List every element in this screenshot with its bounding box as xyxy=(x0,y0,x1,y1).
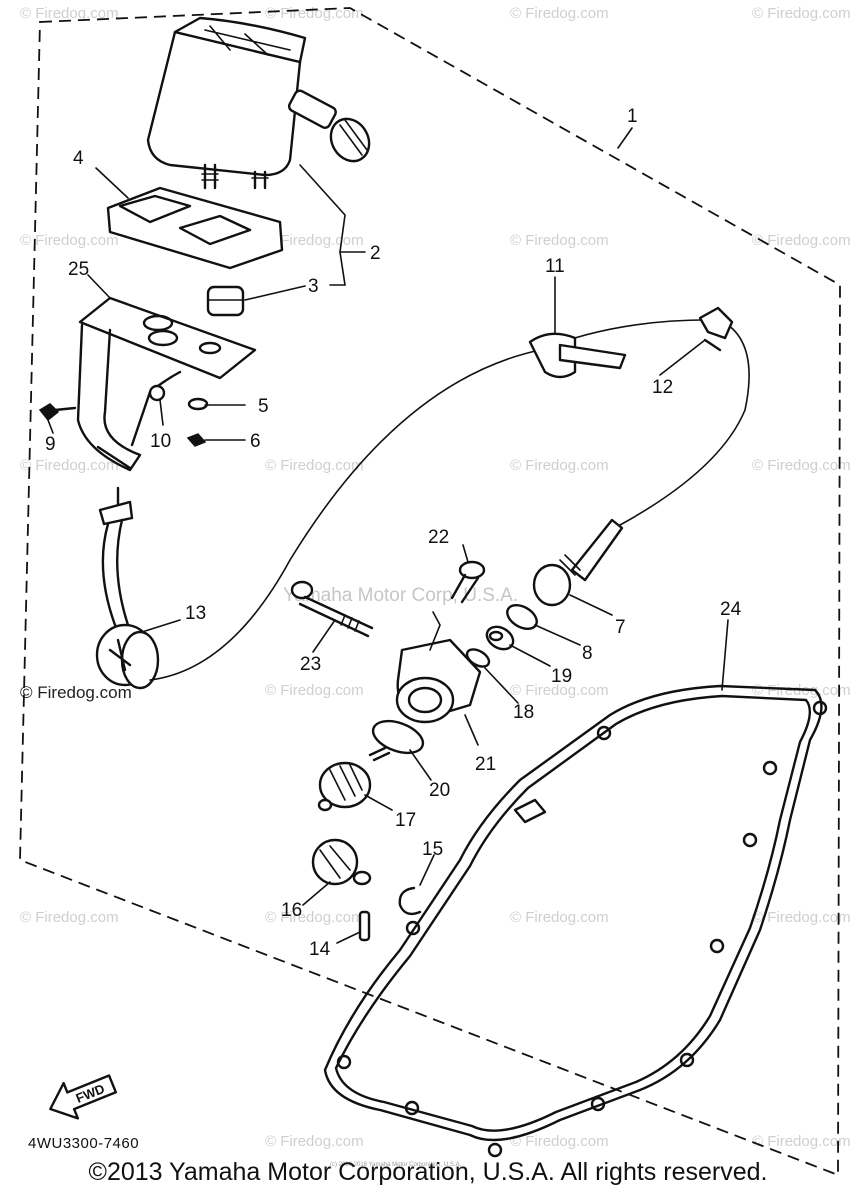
watermark-text: © Firedog.com xyxy=(20,457,119,474)
callout-1: 1 xyxy=(627,106,638,127)
callout-7: 7 xyxy=(615,617,626,638)
watermark-text: © Firedog.com xyxy=(20,909,119,926)
bracket-part-4 xyxy=(106,186,284,270)
callout-20: 20 xyxy=(429,780,450,801)
callout-14: 14 xyxy=(309,939,331,960)
callout-3: 3 xyxy=(308,276,319,297)
dark-watermark: © Firedog.com xyxy=(20,683,132,702)
o-ring-part-20 xyxy=(371,719,425,755)
callout-22: 22 xyxy=(428,527,449,548)
forward-arrow: FWD xyxy=(49,1074,118,1120)
callout-5: 5 xyxy=(258,396,269,417)
callout-18: 18 xyxy=(513,702,534,723)
callout-24: 24 xyxy=(720,599,742,620)
watermark-text: © Firedog.com xyxy=(510,1133,609,1150)
seal-part-19 xyxy=(485,625,515,651)
watermark-text: © Firedog.com xyxy=(265,682,364,699)
watermark-text: © Firedog.com xyxy=(20,5,119,22)
callout-15: 15 xyxy=(422,839,443,860)
watermark-text: © Firedog.com xyxy=(752,909,851,926)
bracket-part-25 xyxy=(76,296,257,472)
callout-6: 6 xyxy=(250,431,261,452)
circlip-part-15 xyxy=(398,886,422,916)
callout-2: 2 xyxy=(370,243,381,264)
gear-part-16 xyxy=(311,838,372,886)
callout-16: 16 xyxy=(281,900,302,921)
meter-assembly xyxy=(146,16,371,190)
leader-lines xyxy=(47,127,729,944)
drive-part-7 xyxy=(532,518,624,607)
watermark-text: © Firedog.com xyxy=(752,5,851,22)
callout-13: 13 xyxy=(185,603,206,624)
watermark-text: © Firedog.com xyxy=(752,232,851,249)
callout-numbers: 1 2 3 4 5 6 7 8 9 10 11 12 13 14 15 16 1… xyxy=(45,106,742,960)
callout-11: 11 xyxy=(545,256,565,277)
watermark-text: © Firedog.com xyxy=(510,5,609,22)
fasteners-9-10-5-6 xyxy=(38,384,209,447)
watermark-text: © Firedog.com xyxy=(510,232,609,249)
bolt-part-23 xyxy=(290,580,374,638)
housing-part-21 xyxy=(395,611,482,724)
center-watermark: Yamaha Motor Corp, U.S.A. xyxy=(283,585,518,606)
clamp-part-11 xyxy=(528,332,627,379)
assembly-boundary xyxy=(19,7,841,1177)
clip-part-12 xyxy=(698,306,734,352)
callout-8: 8 xyxy=(582,643,593,664)
watermark-text: © Firedog.com xyxy=(510,682,609,699)
callout-12: 12 xyxy=(652,377,673,398)
callout-9: 9 xyxy=(45,434,56,455)
copyright-notice: ©2013 Yamaha Motor Corporation, U.S.A. A… xyxy=(88,1158,768,1186)
sensor-cable-13 xyxy=(95,486,160,690)
watermark-text: © Firedog.com xyxy=(510,909,609,926)
watermark-text: © Firedog.com xyxy=(752,1133,851,1150)
watermark-text: © Firedog.com xyxy=(265,232,364,249)
callout-21: 21 xyxy=(475,754,496,775)
watermark-text: © Firedog.com xyxy=(20,232,119,249)
pin-part-14 xyxy=(358,910,371,942)
small-watermark: (c) 2006 2016 Yamaha Motor Corporation, … xyxy=(330,1162,462,1168)
callout-10: 10 xyxy=(150,431,171,452)
watermark-text: © Firedog.com xyxy=(265,909,364,926)
callout-19: 19 xyxy=(551,666,572,687)
cable-route xyxy=(149,319,750,681)
watermark-text: © Firedog.com xyxy=(265,1133,364,1150)
callout-23: 23 xyxy=(300,654,321,675)
watermark-text: © Firedog.com xyxy=(510,457,609,474)
bolt-part-22 xyxy=(450,560,486,604)
grommet-part-3 xyxy=(206,285,245,317)
gasket-part-24 xyxy=(323,684,828,1158)
watermark-text: © Firedog.com xyxy=(265,5,364,22)
callout-4: 4 xyxy=(73,148,84,169)
callout-17: 17 xyxy=(395,810,416,831)
watermark-layer: © Firedog.com © Firedog.com © Firedog.co… xyxy=(20,5,851,1168)
callout-25: 25 xyxy=(68,259,89,280)
gear-part-17 xyxy=(317,746,391,812)
watermark-text: © Firedog.com xyxy=(265,457,364,474)
watermark-text: © Firedog.com xyxy=(752,457,851,474)
diagram-code: 4WU3300-7460 xyxy=(28,1135,139,1152)
